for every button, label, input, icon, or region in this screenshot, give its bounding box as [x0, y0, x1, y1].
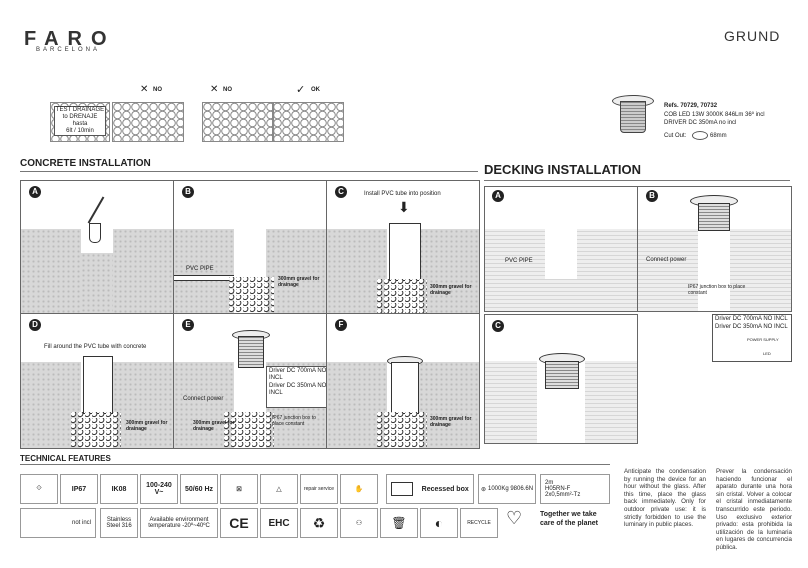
triman-icon: ⚇	[340, 508, 378, 538]
gravel-label-e: 300mm gravel for drainage	[193, 420, 235, 432]
decking-step-a-badge: A	[492, 190, 504, 202]
concrete-title-rule	[20, 171, 478, 172]
driver-not-included: not incl	[20, 508, 96, 538]
gravel-label-b: 300mm gravel for drainage	[278, 276, 320, 288]
concrete-step-d-badge: D	[29, 319, 41, 331]
decking-step-a-panel	[484, 186, 638, 312]
decking-step-c-panel	[484, 314, 638, 444]
class-iii-icon: ⟐	[20, 474, 58, 504]
ik-rating: IK08	[100, 474, 138, 504]
load-spec: ⊛ 1000Kg 9806.6N	[478, 474, 536, 504]
gravel-label-f: 300mm gravel for drainage	[430, 416, 472, 428]
decking-step-b-panel	[637, 186, 792, 312]
concrete-step-e-badge: E	[182, 319, 194, 331]
frequency-spec: 50/60 Hz	[180, 474, 218, 504]
no-label-1: NO	[153, 87, 162, 93]
green-dot-icon: ◐	[420, 508, 458, 538]
brand-subtitle: BARCELONA	[36, 47, 101, 53]
repair-service-icon: repair service	[300, 474, 338, 504]
product-refs: Refs. 70729, 70732	[664, 103, 718, 109]
decking-pvc-pipe-label: PVC PIPE	[505, 258, 533, 264]
decking-installation-title: DECKING INSTALLATION	[484, 162, 641, 177]
down-arrow-icon: ⬇	[398, 199, 410, 215]
cutout-label: Cut Out:	[664, 133, 687, 139]
junction-label-e: IP67 junction box to place constant	[272, 415, 316, 427]
shovel-icon	[89, 223, 101, 243]
decking-title-rule	[484, 180, 790, 181]
esd-icon: ✋	[340, 474, 378, 504]
weee-bin-icon: 🗑	[380, 508, 418, 538]
planet-icon: ♡	[506, 508, 523, 528]
recessed-box-spec: Recessed box	[386, 474, 474, 504]
load-icon: ⊛	[480, 486, 486, 493]
product-led-spec: COB LED 13W 3000K 846Lm 36º incl	[664, 112, 765, 118]
concrete-step-d-panel	[20, 313, 174, 449]
concrete-step-b-panel	[173, 180, 327, 314]
decking-junction-label: IP67 junction box to place constant	[688, 284, 746, 296]
led-bin-icon: ⊠	[220, 474, 258, 504]
concrete-step-a-panel	[20, 180, 174, 314]
ok-label: OK	[311, 87, 320, 93]
no-icon-2: ✕	[210, 84, 219, 95]
decking-connect-power-label: Connect power	[646, 257, 687, 263]
voltage-spec: 100-240 V~	[140, 474, 178, 504]
environment-temperature-spec: Available environment temperature -20º~4…	[140, 508, 218, 538]
decking-driver-box: Driver DC 700mA NO INCL Driver DC 350mA …	[712, 314, 792, 362]
concrete-step-c-panel: ⬇	[326, 180, 480, 314]
gravel-label-c: 300mm gravel for drainage	[430, 284, 472, 296]
concrete-step-c-badge: C	[335, 186, 347, 198]
drainage-test-illustration: TEST DRAINAGE to DRENAJE hasta 6lt / 10m…	[50, 92, 274, 142]
pvc-pipe-label: PVC PIPE	[186, 266, 214, 272]
product-fixture-icon	[612, 95, 654, 135]
concrete-installation-title: CONCRETE INSTALLATION	[20, 158, 151, 169]
concrete-step-f-panel	[326, 313, 480, 449]
ce-mark-icon: CE	[220, 508, 258, 538]
decking-step-c-badge: C	[492, 320, 504, 332]
eac-mark-icon: EHC	[260, 508, 298, 538]
drainage-test-label: TEST DRAINAGE to DRENAJE hasta 6lt / 10m…	[54, 106, 106, 136]
tech-title-rule	[20, 464, 610, 465]
cutout-value: 68mm	[710, 133, 727, 139]
note-english: Anticipate the condensation by running t…	[624, 468, 706, 529]
decking-step-b-badge: B	[646, 190, 658, 202]
concrete-step-f-badge: F	[335, 319, 347, 331]
fill-around-label: Fill around the PVC tube with concrete	[44, 344, 147, 350]
gravel-label-d: 300mm gravel for drainage	[126, 420, 168, 432]
model-name: GRUND	[724, 28, 781, 44]
recycle-icon: RECYCLE	[460, 508, 498, 538]
ok-check-icon: ✓	[296, 84, 306, 96]
connect-power-label-e: Connect power	[183, 396, 224, 402]
technical-features-title: TECHNICAL FEATURES	[20, 454, 111, 463]
no-icon-1: ✕	[140, 84, 149, 95]
cable-spec: 2m H05RN-F 2x0,5mm²-Tz	[540, 474, 610, 504]
planet-slogan: Together we take care of the planet	[540, 511, 598, 527]
ip-rating: IP67	[60, 474, 98, 504]
concrete-step-b-badge: B	[182, 186, 194, 198]
drainage-ok-illustration	[272, 102, 344, 142]
install-pvc-label: Install PVC tube into position	[364, 191, 441, 197]
glare-icon: △	[260, 474, 298, 504]
recycling-mark-icon: ♻	[300, 508, 338, 538]
note-spanish: Prever la condensación haciendo funciona…	[716, 468, 792, 551]
cutout-icon	[692, 131, 708, 140]
stainless-steel-spec: Stainless Steel 316	[100, 508, 138, 538]
brand-logo: FARO	[24, 28, 116, 50]
no-label-2: NO	[223, 87, 232, 93]
product-driver-spec: DRIVER DC 350mA no incl	[664, 120, 737, 126]
concrete-step-a-badge: A	[29, 186, 41, 198]
